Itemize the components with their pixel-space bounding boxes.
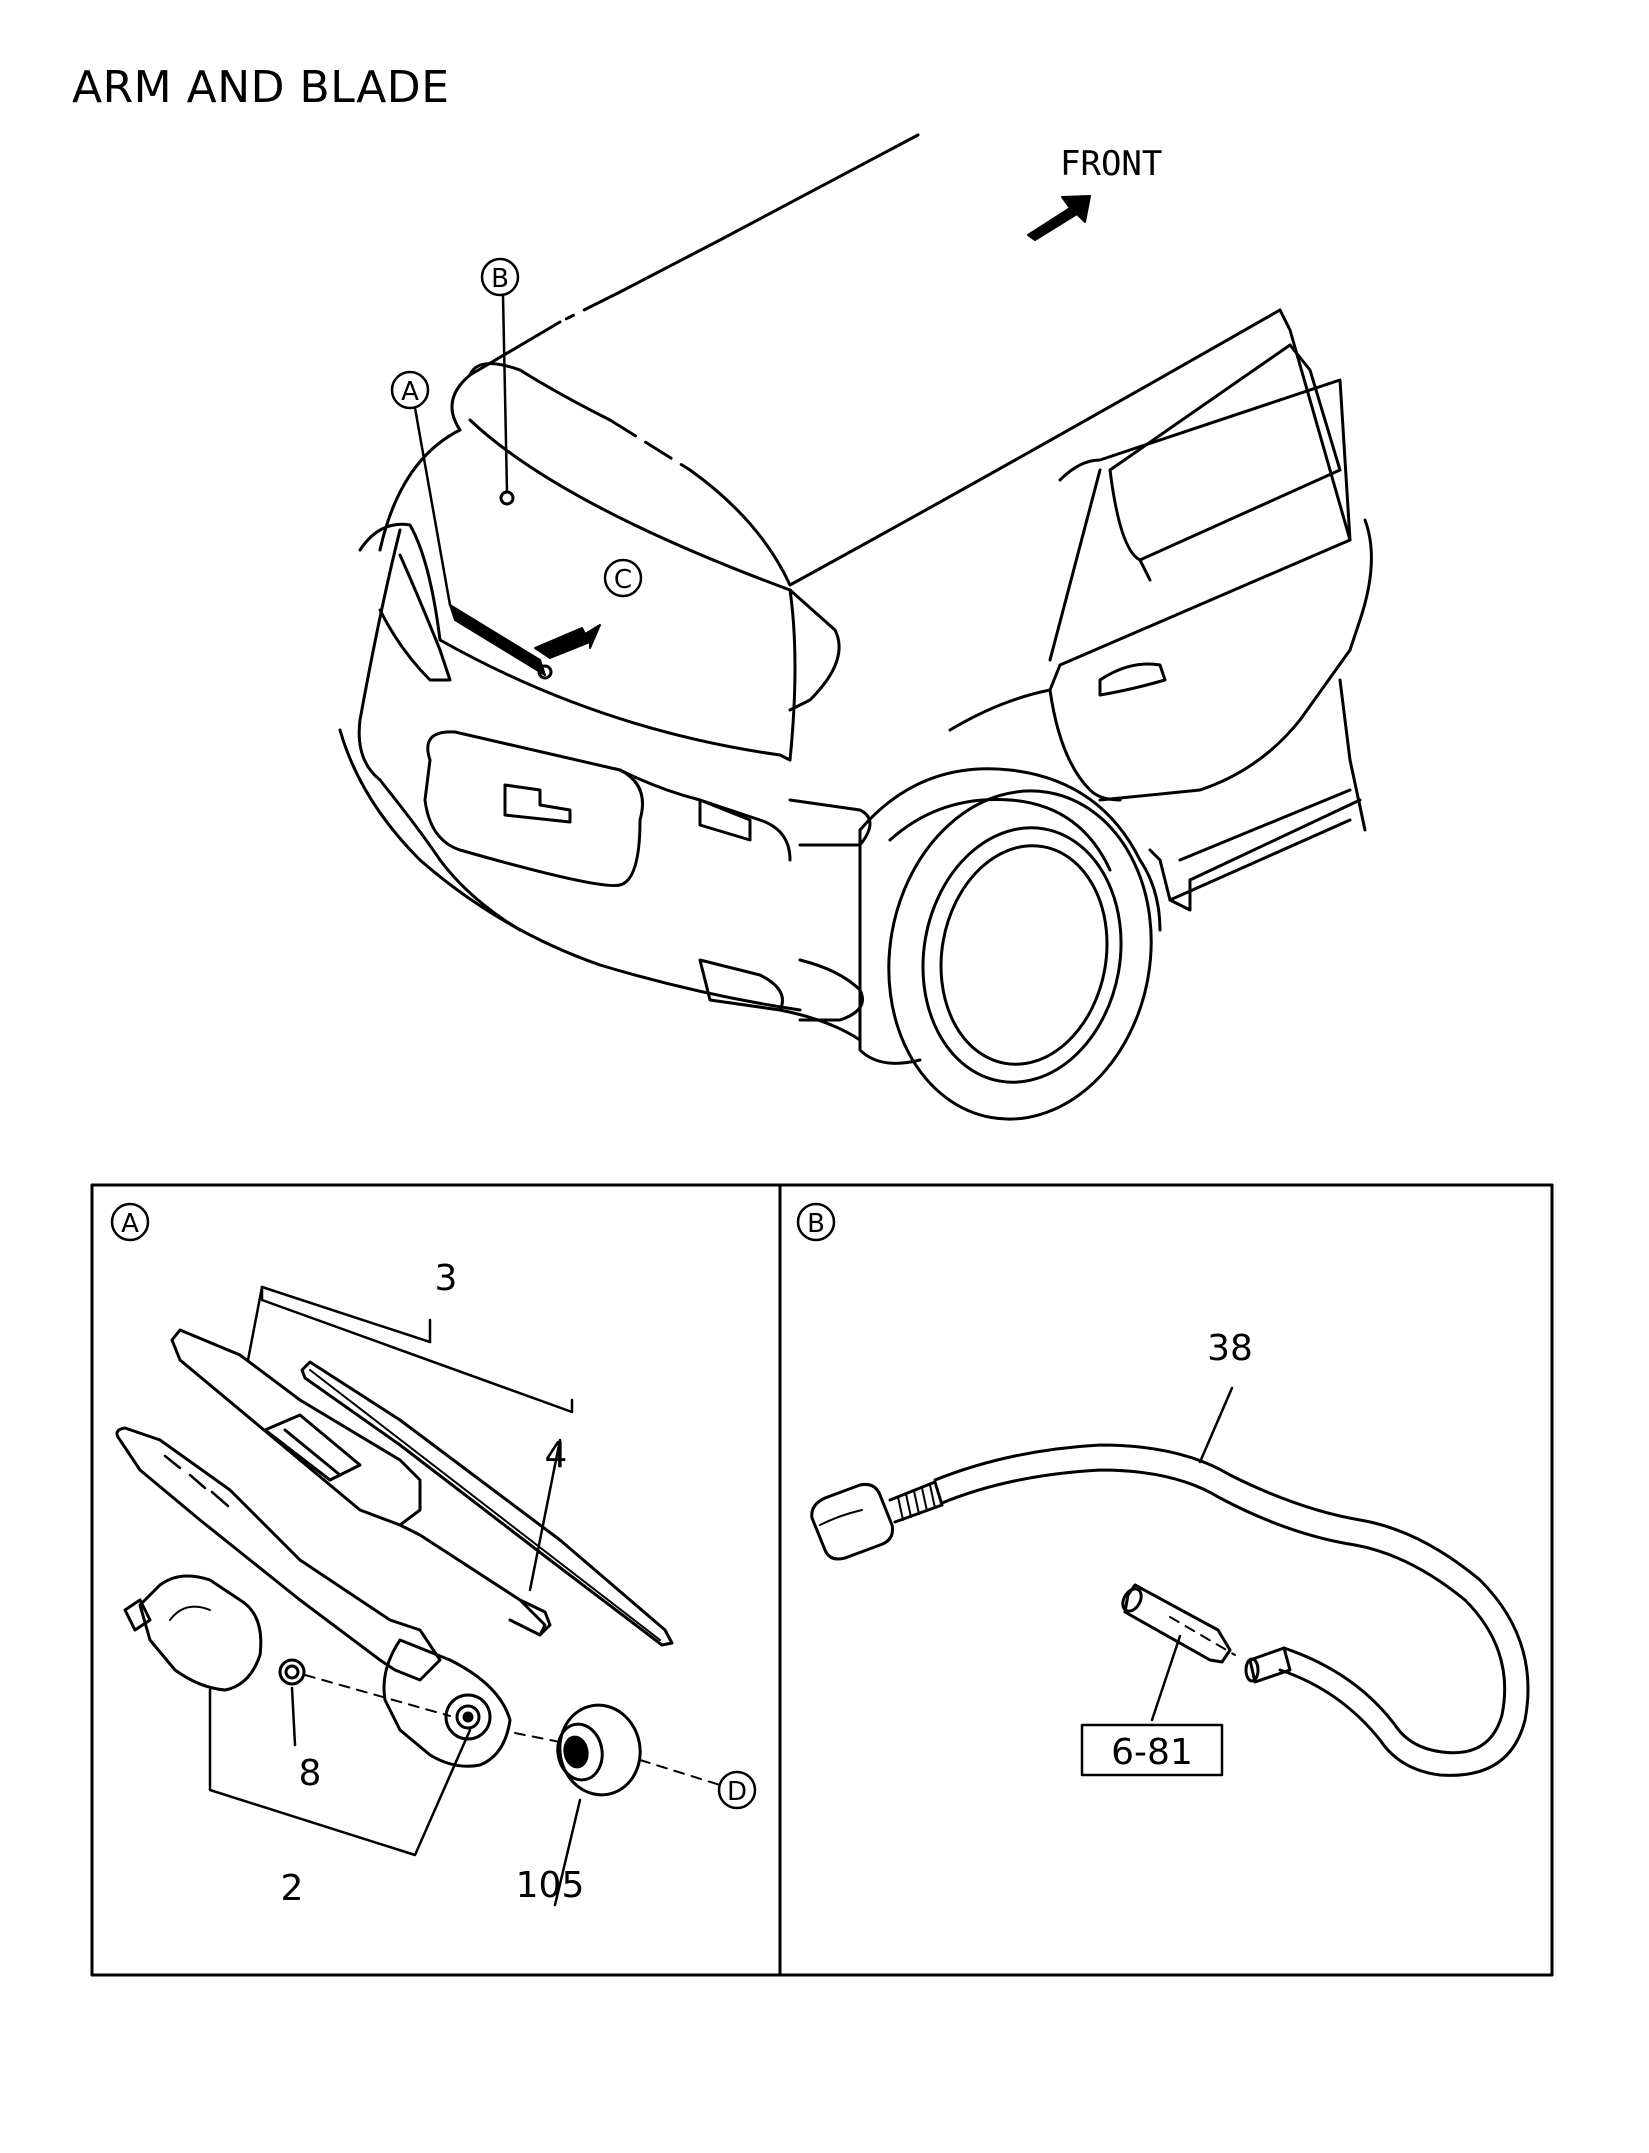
detail-panel-b: B 38 6-81 (796, 1202, 1530, 1777)
part-8-label: 8 (299, 1753, 322, 1794)
ref-box (1080, 1723, 1224, 1777)
callout-d-label: D (727, 1777, 747, 1807)
callout-c-label: C (614, 565, 632, 595)
callout-b: B (480, 257, 520, 506)
callout-a: A (390, 370, 452, 607)
callout-b-label: B (491, 264, 509, 294)
part-38-label: 38 (1207, 1328, 1253, 1369)
panel-a-tag: A (121, 1209, 139, 1239)
ref-box-label: 6-81 (1111, 1732, 1193, 1773)
callout-a-label: A (401, 377, 419, 407)
page-title: ARM AND BLADE (72, 62, 450, 113)
detail-panel-a: A (110, 1202, 757, 1909)
callout-c: C (603, 558, 643, 598)
panel-b-tag: B (807, 1209, 825, 1239)
part-105-label: 105 (516, 1865, 585, 1906)
part-2-label: 2 (281, 1868, 304, 1909)
front-direction-label: FRONT (1060, 144, 1162, 184)
front-arrow-icon (1027, 195, 1091, 241)
part-3-label: 3 (435, 1258, 458, 1299)
detail-panels-frame (90, 1183, 1554, 1977)
vehicle-illustration (338, 133, 1373, 1121)
view-arrow-icon (534, 624, 601, 659)
part-4-label: 4 (545, 1435, 568, 1476)
rear-wiper-illustration (449, 604, 553, 680)
